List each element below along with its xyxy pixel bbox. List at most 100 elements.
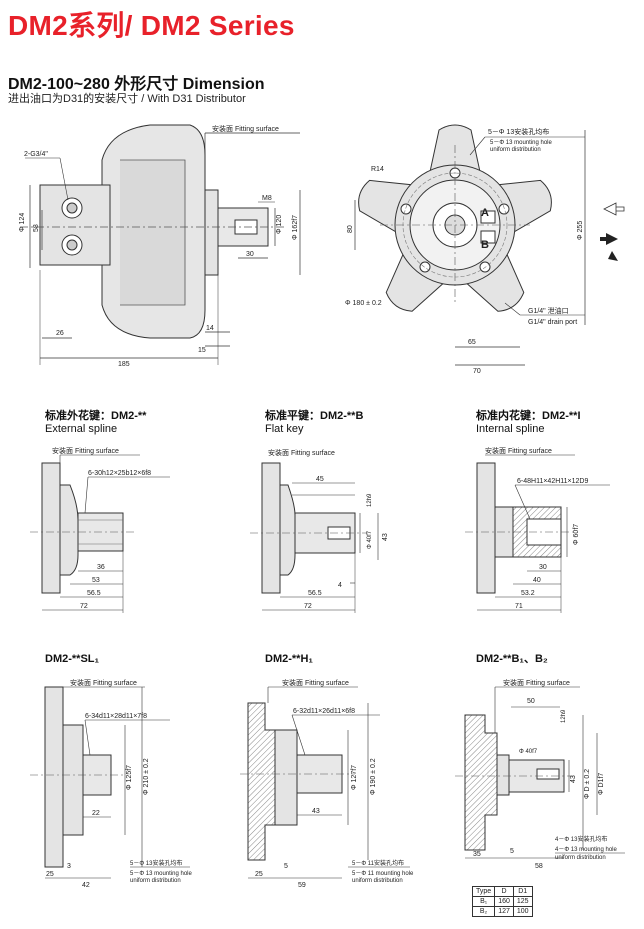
table-header-cell: D1 [512, 886, 533, 897]
table-row: B₁ 160 125 [471, 896, 533, 907]
v5-fit: 安装面 Fitting surface [282, 678, 349, 687]
drain-cn: G1/4" 泄油口 [528, 306, 569, 315]
v6-dim-43: 43 [570, 775, 577, 783]
v3-dim-71: 71 [515, 603, 523, 610]
v6-dim-d: Φ D ± 0.2 [584, 769, 591, 799]
variant-2-en: Flat key [265, 423, 304, 435]
v6-dim-40f7: Φ 40f7 [519, 749, 538, 755]
end-holes-en2: uniform distribution [490, 147, 541, 153]
table-row: B₂ 127 100 [471, 906, 533, 917]
v5-dim-25: 25 [255, 871, 263, 878]
variant-3-en: Internal spline [476, 423, 545, 435]
arrow-in-icon [603, 202, 625, 216]
v3-dim-532: 53.2 [521, 590, 535, 597]
variant-2-drawing: 安装面 Fitting surface 45 12h9 Φ 40f7 43 4 … [250, 448, 389, 613]
dim-d124: Φ 124 [19, 213, 26, 232]
v2-dim-72: 72 [304, 603, 312, 610]
variant-6-drawing: 安装面 Fitting surface 50 12h9 Φ 40f7 43 Φ … [455, 678, 625, 870]
v2-spec: 45 [316, 476, 324, 483]
flow-arrows [600, 202, 625, 261]
v4-dim-42: 42 [82, 882, 90, 889]
variant-6-cn: DM2-**B₁、B₂ [476, 653, 548, 665]
variant-4-drawing: 安装面 Fitting surface 6-34d11×28d11×7f8 Φ … [30, 678, 192, 889]
table-cell: 127 [494, 906, 514, 917]
main-side-view: 安装面 Fitting surface 2-G3/4" Φ 124 58 M8 … [19, 124, 301, 368]
dim-30: 30 [246, 251, 254, 258]
dim-58: 58 [33, 224, 40, 232]
variant-1-en: External spline [45, 423, 118, 435]
v1-dim-36: 36 [97, 564, 105, 571]
dim-d162: Φ 162f7 [292, 215, 299, 240]
dim-d255: Φ 255 [577, 221, 584, 240]
variant-1-cn: 标准外花键：DM2-** [45, 410, 147, 422]
port-a-label: A [481, 207, 489, 219]
v5-dim-5: 5 [284, 863, 288, 870]
dim-15: 15 [198, 347, 206, 354]
table-cell: 160 [494, 896, 514, 907]
v4-holes-en1: 5－Φ 13 mounting hole [130, 871, 192, 877]
arrow-out-icon [600, 233, 618, 245]
main-fitting-surface: 安装面 Fitting surface [212, 124, 279, 133]
table-cell: 125 [512, 896, 533, 907]
v4-dim-25: 25 [46, 871, 54, 878]
dim-d120: Φ 120 [276, 215, 283, 234]
table-header-cell: Type [471, 886, 496, 897]
end-holes-cn: 5－Φ 13安装孔均布 [488, 127, 549, 136]
type-table: Type D D1 B₁ 160 125 B₂ 127 100 [471, 886, 533, 917]
variant-1-drawing: 安装面 Fitting surface 6-30h12×25b12×6f8 36… [30, 446, 170, 613]
end-view: A B 5－Φ 13安装孔均布 5－Φ 13 mounting hole uni… [345, 124, 586, 375]
v1-dim-56: 56.5 [87, 590, 101, 597]
v5-dim-127f7: Φ 127f7 [351, 765, 358, 790]
variant-3-drawing: 安装面 Fitting surface 6-48H11×42H11×12D9 Φ… [465, 446, 610, 613]
variant-5-drawing: 安装面 Fitting surface 6-32d11×26d11×6f8 Φ … [240, 678, 414, 889]
dim-80: 80 [347, 225, 354, 233]
v1-spec: 6-30h12×25b12×6f8 [88, 470, 151, 477]
v6-holes-en2: uniform distribution [555, 855, 606, 861]
variant-3-cn: 标准内花键：DM2-**I [476, 410, 581, 422]
dim-14: 14 [206, 325, 214, 332]
dim-65: 65 [468, 339, 476, 346]
drain-en: G1/4" drain port [528, 319, 577, 326]
dim-70: 70 [473, 368, 481, 375]
v6-dim-5: 5 [510, 848, 514, 855]
v2-dim-12h9: 12h9 [367, 493, 373, 507]
v4-dim-22: 22 [92, 810, 100, 817]
end-holes-en1: 5－Φ 13 mounting hole [490, 140, 552, 146]
dim-m8: M8 [262, 195, 272, 202]
v6-dim-35: 35 [473, 851, 481, 858]
v1-dim-53: 53 [92, 577, 100, 584]
dim-26: 26 [56, 330, 64, 337]
v5-holes-cn: 5－Φ 11安装孔均布 [352, 859, 404, 867]
v5-dim-43: 43 [312, 808, 320, 815]
v4-holes-en2: uniform distribution [130, 878, 181, 884]
v6-holes-cn: 4－Φ 13安装孔均布 [555, 835, 607, 843]
v4-holes-cn: 5－Φ 13安装孔均布 [130, 859, 182, 867]
variant-5-cn: DM2-**H₁ [265, 653, 313, 665]
v6-spec: 50 [527, 698, 535, 705]
v3-spec: 6-48H11×42H11×12D9 [517, 478, 588, 485]
v1-fit: 安装面 Fitting surface [52, 446, 119, 455]
v2-dim-565: 56.5 [308, 590, 322, 597]
section-subheading: 进出油口为D31的安装尺寸 / With D31 Distributor [8, 93, 246, 105]
v2-dim-4: 4 [338, 582, 342, 589]
dim-pcd: Φ 180 ± 0.2 [345, 300, 382, 307]
v2-fit: 安装面 Fitting surface [268, 448, 335, 457]
v3-fit: 安装面 Fitting surface [485, 446, 552, 455]
port-b-label: B [481, 239, 489, 251]
v6-dim-58: 58 [535, 863, 543, 870]
v4-dim-3: 3 [67, 863, 71, 870]
v6-dim-d1: Φ D1f7 [598, 773, 605, 795]
v4-dim-125f7: Φ 125f7 [126, 765, 133, 790]
v3-dim-40: 40 [533, 577, 541, 584]
page-title: DM2系列/ DM2 Series [8, 10, 295, 41]
v4-spec: 6-34d11×28d11×7f8 [85, 713, 147, 720]
v2-dim-43: 43 [382, 533, 389, 541]
v3-dim-60f7: Φ 60f7 [573, 524, 580, 545]
variant-2-cn: 标准平键：DM2-**B [265, 410, 364, 422]
v5-dim-190: Φ 190 ± 0.2 [370, 758, 377, 795]
dim-185: 185 [118, 361, 130, 368]
v6-dim-12h9: 12h9 [561, 709, 567, 723]
v5-dim-59: 59 [298, 882, 306, 889]
section-heading: DM2-100~280 外形尺寸 Dimension [8, 76, 265, 93]
arrow-rotate-icon [608, 251, 618, 261]
